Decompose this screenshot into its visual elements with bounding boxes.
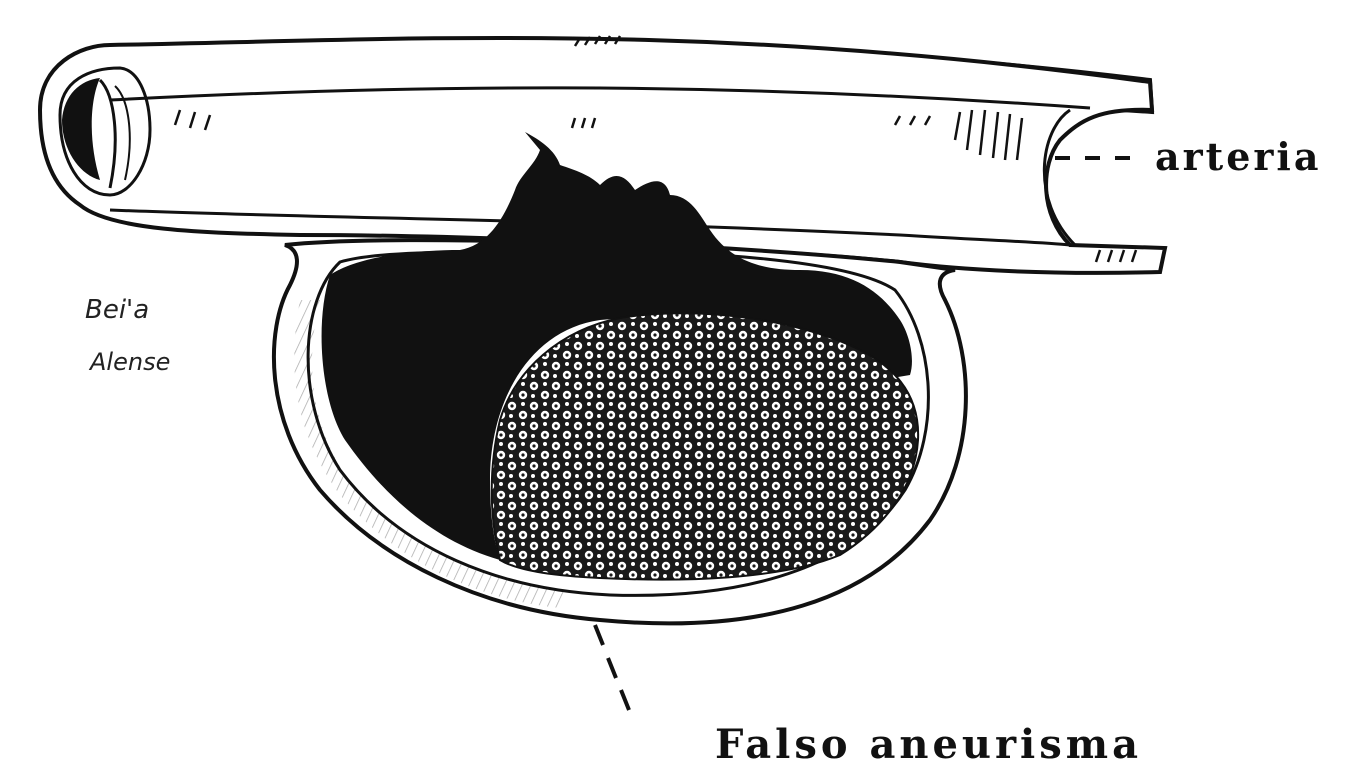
aneurysm-leader-line xyxy=(595,625,629,710)
arteria-label: arteria xyxy=(1155,134,1321,179)
artist-signature-line1: Bei'a xyxy=(85,295,149,325)
falso-aneurisma-label: Falso aneurisma xyxy=(715,721,1142,768)
artist-signature-line2: Alense xyxy=(88,348,170,376)
